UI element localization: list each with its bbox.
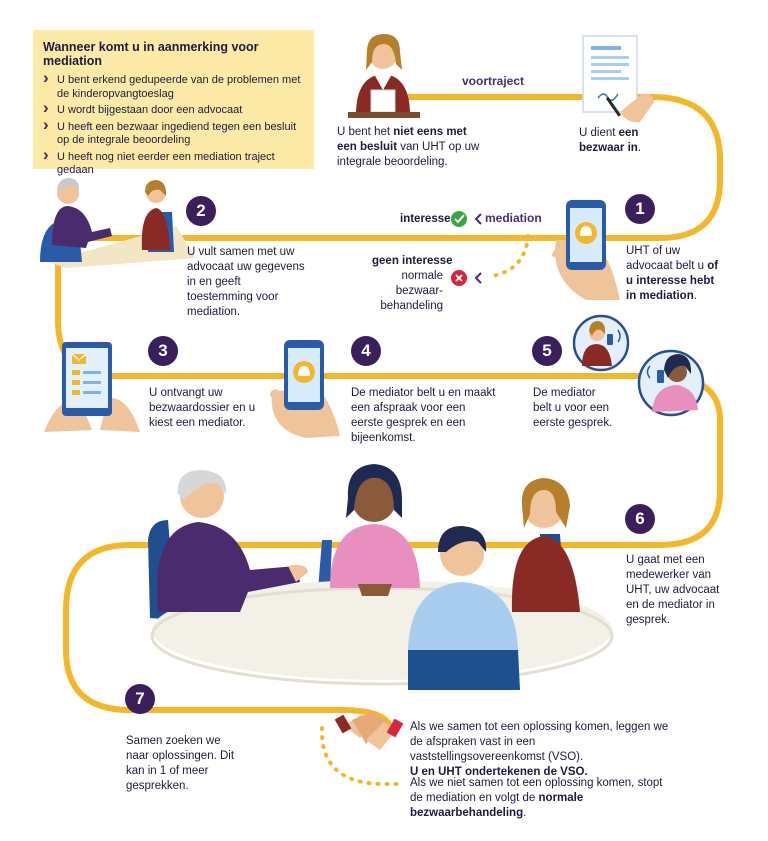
step-4-text: De mediator belt u en maakt een afspraak… (351, 387, 496, 444)
document-signature-icon (582, 35, 654, 123)
advisor-icon (348, 34, 420, 118)
cross-icon (451, 270, 467, 286)
dotted-branch-no-solution (319, 726, 406, 786)
step-3-text: U ontvangt uw bezwaardossier en u kiest … (149, 387, 256, 429)
step-1-text: UHT of uw advocaat belt u of u interesse… (626, 245, 719, 302)
interesse-label: interesse (400, 213, 451, 225)
step-2-text: U vult samen met uw advocaat uw gegevens… (187, 246, 305, 318)
eligibility-item: U bent erkend gedupeerde van de probleme… (43, 71, 304, 101)
step-7-badge: 7 (125, 684, 155, 714)
step-4-badge: 4 (351, 336, 381, 366)
tablet-icon (44, 342, 140, 432)
step-6-badge: 6 (625, 504, 655, 534)
step-5-text: De mediator belt u voor een eerste gespr… (533, 387, 613, 429)
pre-step-b: U dient een bezwaar in. (579, 127, 642, 154)
eligibility-list: U bent erkend gedupeerde van de probleme… (43, 71, 304, 178)
call-circle-advisor (572, 314, 630, 372)
step-7-text: Samen zoeken we naar oplossingen. Dit ka… (126, 735, 235, 792)
eligibility-box: Wanneer komt u in aanmerking voor mediat… (33, 30, 314, 176)
eligibility-item: U wordt bijgestaan door een advocaat (43, 101, 304, 118)
check-icon (451, 211, 467, 227)
step-6-text: U gaat met een medewerker van UHT, uw ad… (626, 554, 720, 626)
phone-hand-icon-1 (552, 200, 620, 300)
step-2-badge: 2 (186, 196, 216, 226)
handshake-icon (334, 712, 404, 750)
geen-interesse-label: geen interesse (372, 255, 453, 267)
process-path (55, 94, 723, 733)
step-5-badge: 5 (532, 336, 562, 366)
voortraject-label: voortraject (462, 74, 525, 88)
normale-behandeling-label: normale bezwaar-behandeling (380, 270, 443, 312)
pre-step-a: U bent het niet eens met een besluit van… (337, 126, 480, 168)
step-3-badge: 3 (148, 336, 178, 366)
outcome-no-solution: Als we niet samen tot een oplossing kome… (410, 777, 663, 819)
advocate-meeting-icon (40, 178, 196, 268)
dotted-branch-no-interest (486, 234, 530, 280)
chevron-left-icon-2 (474, 272, 482, 284)
step-1-badge: 1 (625, 194, 655, 224)
phone-hand-icon-4 (270, 340, 340, 438)
chevron-left-icon (474, 213, 482, 225)
eligibility-title: Wanneer komt u in aanmerking voor mediat… (43, 40, 259, 68)
eligibility-item: U heeft nog niet eerder een mediation tr… (43, 148, 304, 178)
eligibility-item: U heeft een bezwaar ingediend tegen een … (43, 118, 304, 148)
round-table-meeting (148, 464, 614, 690)
call-circle-citizen (637, 349, 705, 417)
outcome-solution: Als we samen tot een oplossing komen, le… (410, 721, 669, 778)
mediation-label: mediation (485, 211, 542, 225)
